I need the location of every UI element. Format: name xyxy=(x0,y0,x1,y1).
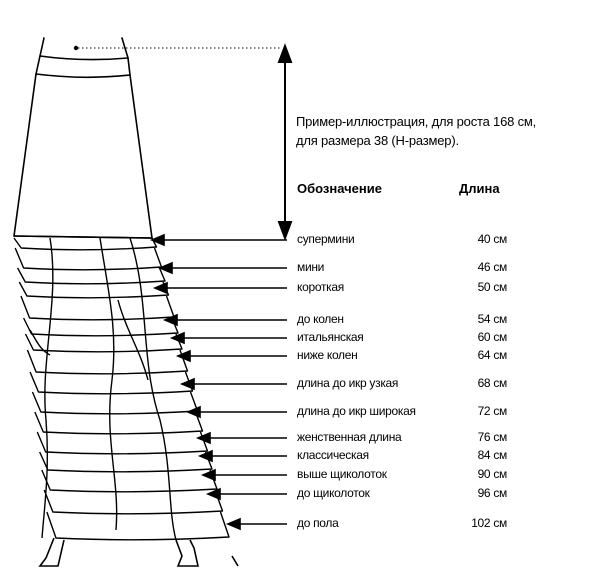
length-arrow-head xyxy=(185,405,201,419)
row-length: 50 см xyxy=(477,280,508,294)
skirt-tiers xyxy=(13,237,230,541)
skirt-tier xyxy=(43,489,224,515)
length-arrow-head xyxy=(195,431,211,445)
row-length: 54 см xyxy=(477,312,508,326)
skirt-fold xyxy=(29,329,51,356)
length-arrow-head xyxy=(197,449,213,463)
row-length: 64 см xyxy=(477,348,508,362)
row-name: до колен xyxy=(297,312,344,326)
skirt-tier xyxy=(22,317,179,337)
skirt-tier xyxy=(36,431,209,455)
length-arrow-head xyxy=(149,233,165,247)
torso-outline-right xyxy=(121,37,129,59)
row-length: 68 см xyxy=(477,376,508,390)
waistband xyxy=(35,55,131,79)
skirt-tier xyxy=(14,247,163,271)
length-arrow-head xyxy=(157,261,173,275)
length-arrow-head xyxy=(169,331,185,345)
skirt-fold xyxy=(41,237,54,539)
length-arrow-head xyxy=(205,487,221,501)
row-name: ниже колен xyxy=(297,348,358,362)
header-name: Обозначение xyxy=(297,181,382,196)
row-name: до пола xyxy=(297,516,339,530)
leg-shoe xyxy=(38,537,65,567)
length-arrow-head xyxy=(175,349,191,363)
skirt-tier xyxy=(46,511,230,541)
length-arrow-head xyxy=(162,313,178,327)
skirt-tier xyxy=(13,237,158,251)
skirt-tier xyxy=(18,281,170,299)
row-length: 90 см xyxy=(477,467,508,481)
row-name: длина до икр широкая xyxy=(297,404,416,418)
row-length: 76 см xyxy=(477,430,508,444)
torso-outline xyxy=(39,37,45,57)
row-name: мини xyxy=(297,260,325,274)
skirt-tier xyxy=(20,295,175,321)
header-length: Длина xyxy=(459,181,500,196)
length-arrow-head xyxy=(225,517,241,531)
skirt-fold xyxy=(117,299,149,381)
row-name: короткая xyxy=(297,280,344,294)
row-name: до щиколоток xyxy=(297,486,370,500)
length-arrow-head xyxy=(179,377,195,391)
legs-and-shoes xyxy=(38,537,239,567)
skirt-tier xyxy=(31,391,199,415)
row-length: 102 см xyxy=(471,516,507,530)
leg-shoe xyxy=(231,555,239,567)
skirt-tier xyxy=(16,267,166,285)
skirt-fold xyxy=(129,237,177,541)
row-name: женственная длина xyxy=(297,430,402,444)
skirt-tier xyxy=(39,451,213,473)
length-arrow-head xyxy=(200,468,216,482)
row-length: 72 см xyxy=(477,404,508,418)
row-length: 60 см xyxy=(477,330,508,344)
row-name: супермини xyxy=(297,232,355,246)
skirt-yoke xyxy=(13,73,153,239)
waist-dot xyxy=(73,45,79,51)
row-length: 46 см xyxy=(477,260,508,274)
length-arrow-head xyxy=(152,281,168,295)
leg-shoe xyxy=(175,539,199,567)
row-name: итальянская xyxy=(297,330,364,344)
row-length: 84 см xyxy=(477,448,508,462)
row-name: классическая xyxy=(297,448,369,462)
length-arrows xyxy=(149,233,287,531)
row-name: длина до икр узкая xyxy=(297,376,399,390)
caption-line-2: для размера 38 (Н-размер). xyxy=(296,133,459,148)
caption-line-1: Пример-иллюстрация, для роста 168 см, xyxy=(296,114,537,129)
row-name: выше щиколоток xyxy=(297,467,387,481)
skirt-tier xyxy=(26,349,189,375)
skirt-tier xyxy=(29,371,194,395)
row-length: 96 см xyxy=(477,486,508,500)
height-arrow xyxy=(277,43,293,241)
skirt-folds xyxy=(29,237,177,541)
row-length: 40 см xyxy=(477,232,508,246)
skirt-tier xyxy=(34,411,204,435)
skirt-fold xyxy=(99,237,118,531)
skirt-tier xyxy=(41,469,218,493)
